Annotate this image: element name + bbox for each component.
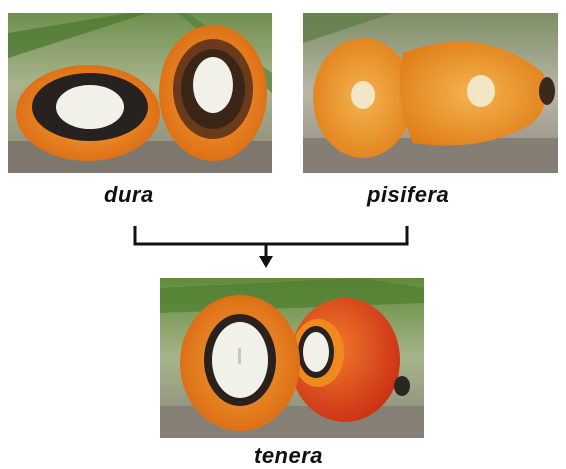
label-dura: dura <box>104 182 154 208</box>
label-tenera: tenera <box>254 443 323 469</box>
label-pisifera: pisifera <box>367 182 449 208</box>
arrow-head <box>259 256 273 268</box>
